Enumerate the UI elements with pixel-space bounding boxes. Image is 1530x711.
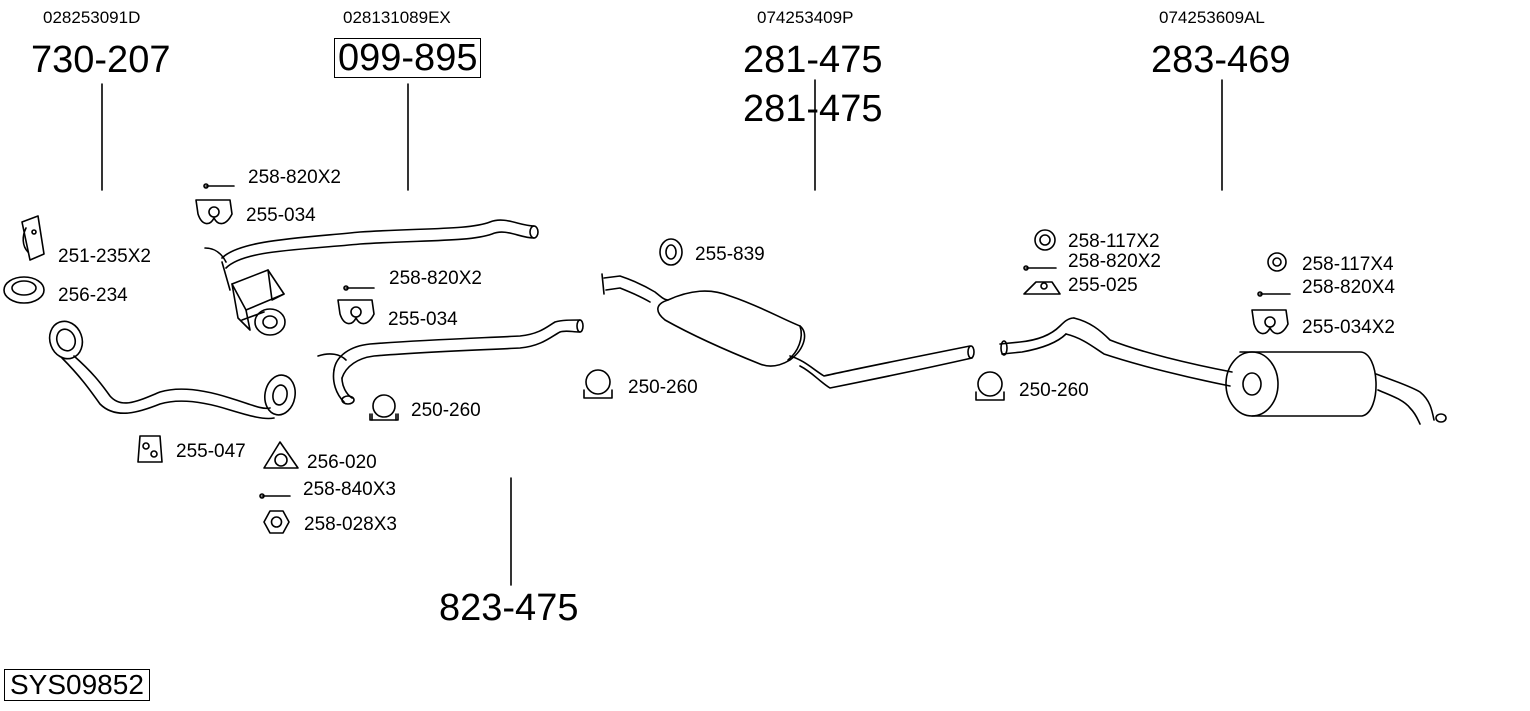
- part-label-256-020[interactable]: 256-020: [307, 452, 377, 473]
- part-label-255-034-rear[interactable]: 255-034X2: [1302, 317, 1395, 338]
- bolt-258-840-illustration: [259, 493, 291, 499]
- part-label-258-820-right[interactable]: 258-820X2: [1068, 251, 1161, 272]
- part-number-281-475-alt[interactable]: 281-475: [743, 88, 883, 130]
- rear-silencer-283-469-illustration: [999, 317, 1447, 425]
- part-label-255-025[interactable]: 255-025: [1068, 275, 1138, 296]
- oem-number-front-pipe: 028253091D: [43, 8, 141, 27]
- part-label-258-028[interactable]: 258-028X3: [304, 514, 397, 535]
- center-silencer-281-475-illustration: [601, 273, 975, 389]
- part-label-255-034[interactable]: 255-034: [246, 205, 316, 226]
- part-number-283-469[interactable]: 283-469: [1151, 39, 1291, 81]
- hanger-255-034-mid-illustration: [337, 285, 375, 325]
- part-label-258-117-rear[interactable]: 258-117X4: [1302, 254, 1394, 275]
- part-label-258-820[interactable]: 258-820X2: [248, 167, 341, 188]
- part-number-281-475[interactable]: 281-475: [743, 39, 883, 81]
- bracket-251-235-illustration: [21, 215, 45, 261]
- gasket-ring-256-234-illustration: [3, 276, 45, 304]
- mid-pipe-823-475-illustration: [317, 319, 584, 405]
- part-label-258-820-rear[interactable]: 258-820X4: [1302, 277, 1395, 298]
- clamp-250-260-illustration: [369, 394, 399, 421]
- clamp-250-260-left-illustration: [583, 369, 613, 399]
- clamp-255-839-illustration: [659, 238, 683, 266]
- front-pipe-730-207-illustration: [48, 320, 296, 420]
- system-id-label: SYS09852: [4, 669, 150, 701]
- bracket-255-025-illustration: [1023, 281, 1061, 295]
- part-label-250-260-left[interactable]: 250-260: [628, 377, 698, 398]
- gasket-256-020-illustration: [263, 441, 299, 469]
- oem-number-catalytic-converter: 028131089EX: [343, 8, 451, 27]
- part-label-255-034-mid[interactable]: 255-034: [388, 309, 458, 330]
- part-number-823-475[interactable]: 823-475: [439, 587, 579, 629]
- part-label-258-117[interactable]: 258-117X2: [1068, 231, 1160, 252]
- hanger-255-034-rear-illustration: [1251, 309, 1289, 335]
- clamp-250-260-right-illustration: [975, 371, 1005, 401]
- oem-number-center-silencer: 074253409P: [757, 8, 854, 27]
- part-label-258-840[interactable]: 258-840X3: [303, 479, 396, 500]
- nut-258-028-illustration: [263, 510, 290, 534]
- ring-258-117-rear-illustration: [1267, 252, 1287, 272]
- part-label-255-047[interactable]: 255-047: [176, 441, 246, 462]
- bolt-258-820-right-illustration: [1023, 265, 1057, 271]
- catalytic-converter-099-895-illustration: [204, 219, 539, 336]
- part-label-258-820-mid[interactable]: 258-820X2: [389, 268, 482, 289]
- part-label-250-260-mid[interactable]: 250-260: [411, 400, 481, 421]
- part-number-099-895[interactable]: 099-895: [334, 38, 482, 78]
- part-label-255-839[interactable]: 255-839: [695, 244, 765, 265]
- part-label-256-234[interactable]: 256-234: [58, 285, 128, 306]
- hanger-255-034-illustration: [195, 183, 235, 225]
- rubber-hanger-255-047-illustration: [137, 435, 163, 463]
- part-label-251-235[interactable]: 251-235X2: [58, 246, 151, 267]
- oem-number-rear-silencer: 074253609AL: [1159, 8, 1265, 27]
- ring-258-117-illustration: [1034, 229, 1056, 251]
- bolt-258-820-rear-illustration: [1257, 291, 1291, 297]
- part-number-730-207[interactable]: 730-207: [31, 39, 171, 81]
- part-label-250-260-right[interactable]: 250-260: [1019, 380, 1089, 401]
